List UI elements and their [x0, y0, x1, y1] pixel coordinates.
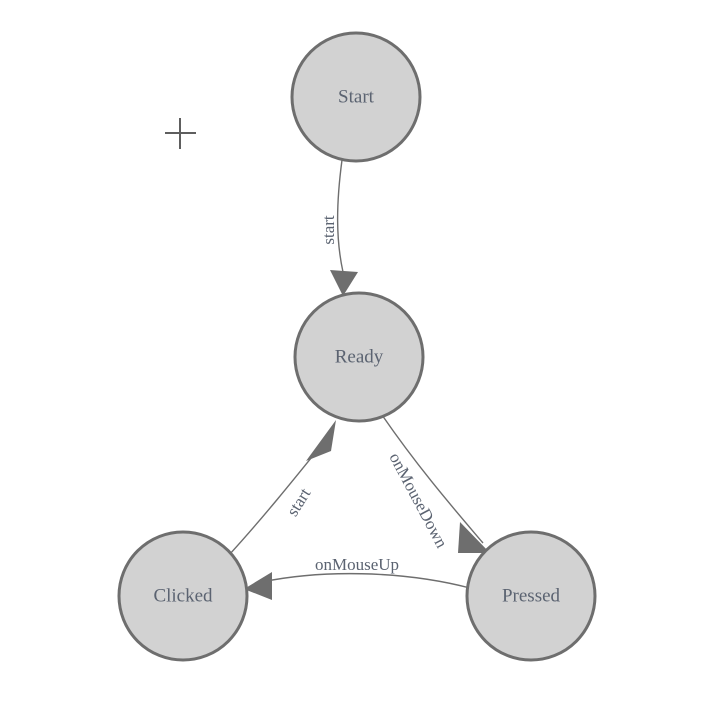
edge-clicked-to-ready[interactable]	[228, 420, 336, 556]
node-pressed-label: Pressed	[502, 585, 561, 606]
node-start-label: Start	[338, 86, 375, 107]
node-start-circle	[290, 31, 422, 163]
node-clicked[interactable]: Clicked	[117, 530, 249, 662]
node-pressed[interactable]: Pressed	[465, 530, 597, 662]
arrowhead-into-clicked	[244, 572, 272, 600]
node-clicked-label: Clicked	[153, 585, 213, 606]
edge-label-clicked-to-ready: start	[283, 484, 315, 519]
arrowhead-into-ready-top	[330, 270, 358, 296]
node-ready[interactable]: Ready	[293, 291, 425, 423]
edge-start-to-ready[interactable]	[330, 159, 358, 296]
node-clicked-circle	[117, 530, 249, 662]
edge-path-pressed-to-clicked	[261, 572, 471, 589]
edge-label-pressed-to-clicked: onMouseUp	[315, 555, 399, 574]
edge-label-start-to-ready: start	[319, 215, 338, 245]
plus-marker	[165, 118, 196, 149]
node-pressed-circle	[465, 530, 597, 662]
arrowhead-into-ready-bottom	[306, 420, 336, 461]
edge-pressed-to-clicked[interactable]	[244, 572, 471, 600]
edge-path-ready-to-pressed	[381, 414, 484, 544]
arrowhead-into-pressed	[458, 522, 490, 553]
node-start[interactable]: Start	[290, 31, 422, 163]
node-ready-circle	[293, 291, 425, 423]
edge-ready-to-pressed[interactable]	[381, 414, 490, 553]
edge-path-start-to-ready	[336, 159, 344, 273]
node-ready-label: Ready	[335, 346, 384, 367]
